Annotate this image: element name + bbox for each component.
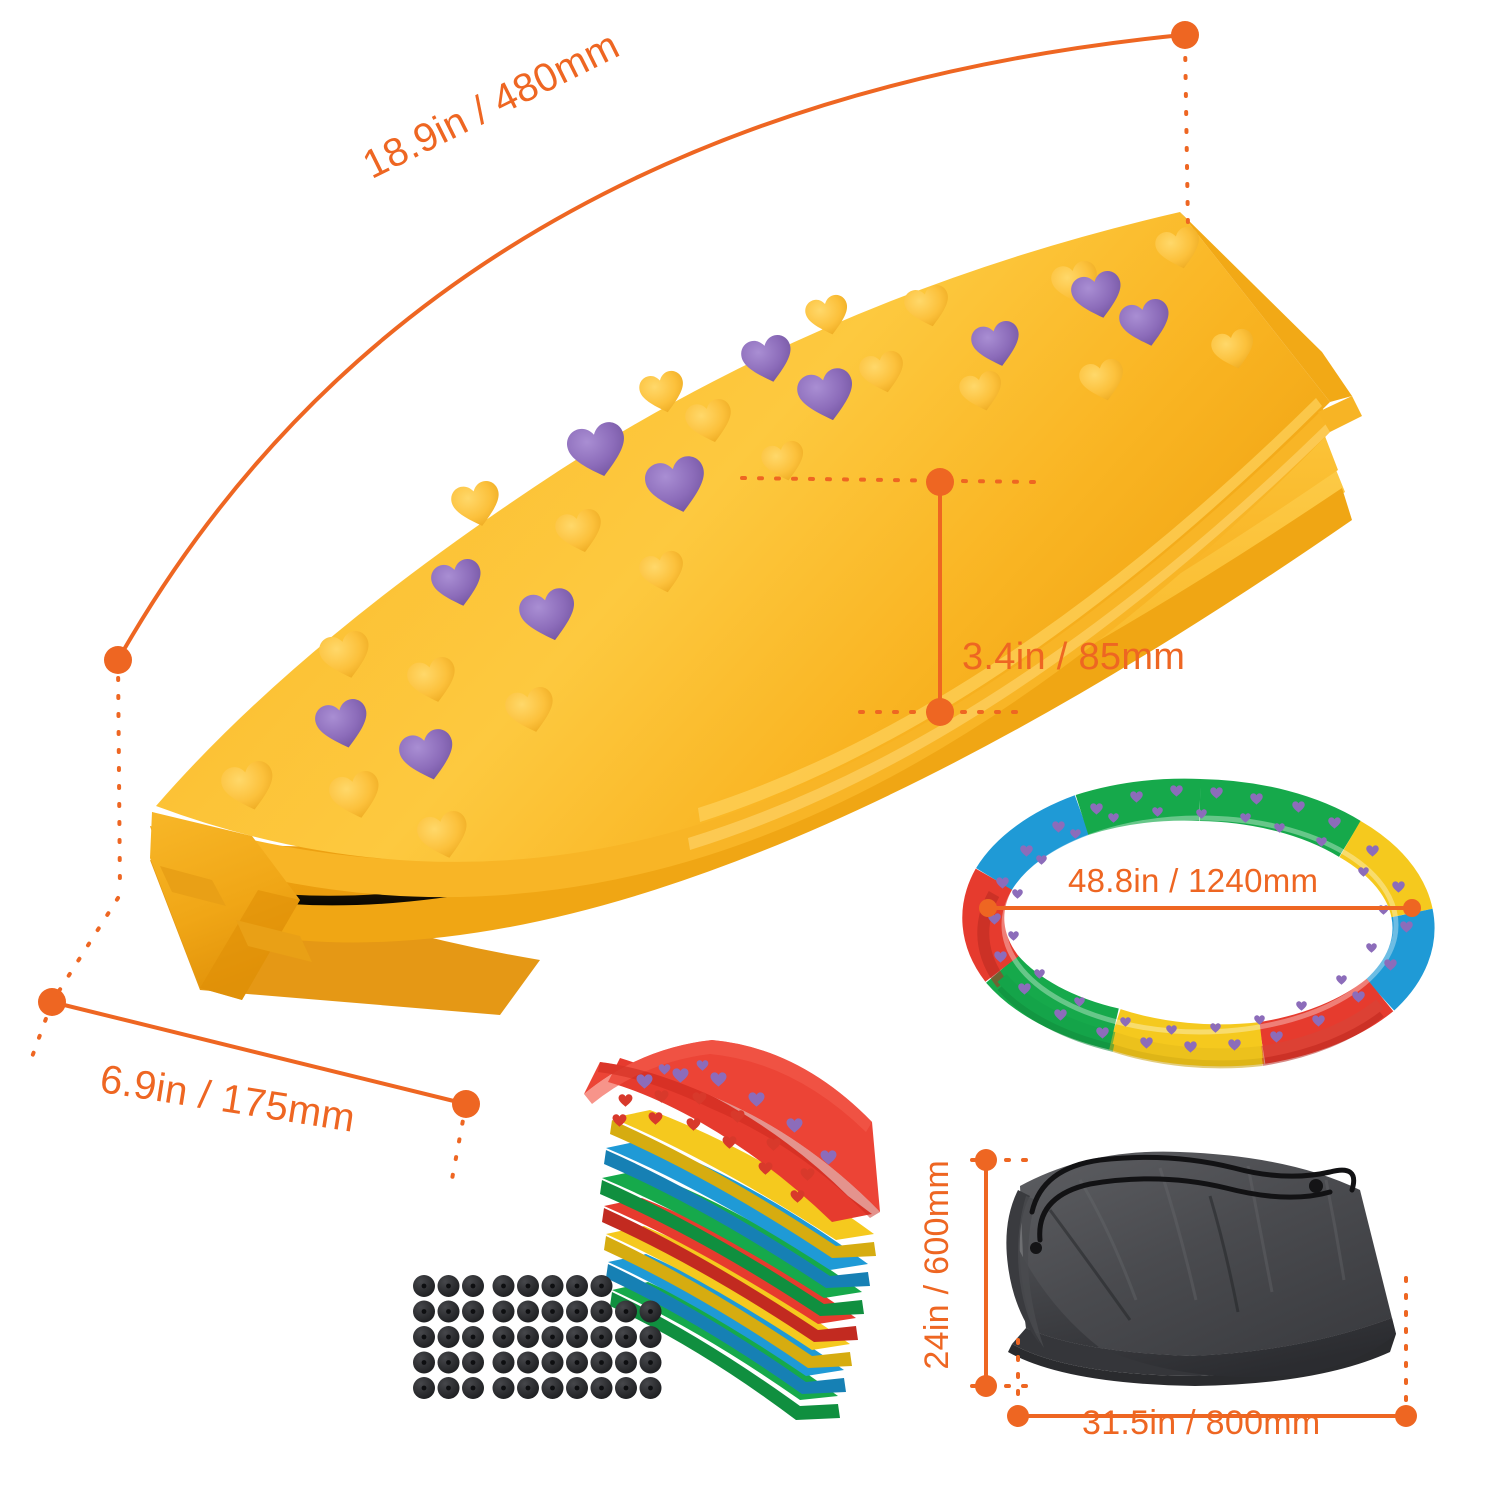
rubber-pad-hole	[550, 1334, 555, 1340]
rubber-pad-hole	[446, 1385, 451, 1391]
rubber-pad-hole	[421, 1334, 427, 1340]
dot-bagheight-bottom	[975, 1375, 997, 1397]
rubber-pad-hole	[525, 1360, 531, 1365]
dot-height-top	[926, 468, 954, 496]
rubber-pad-hole	[574, 1385, 580, 1391]
rubber-pad-hole	[525, 1334, 531, 1340]
dim-ext-left-vertical	[116, 658, 122, 894]
rubber-pad-hole	[421, 1385, 427, 1391]
storage-bag-illustration	[1006, 1151, 1396, 1386]
dot-length-right	[1171, 21, 1199, 49]
rubber-pad-hole	[550, 1283, 555, 1289]
dim-ext-left-diagonal	[50, 896, 120, 1004]
rubber-pad-hole	[648, 1334, 653, 1340]
rubber-pad-hole	[525, 1385, 531, 1391]
dimension-endpoint-dots	[38, 21, 1421, 1427]
rubber-pad-hole	[550, 1360, 555, 1365]
dot-bagheight-top	[975, 1149, 997, 1171]
rubber-pad-hole	[470, 1309, 476, 1314]
dim-line-beam-length	[116, 33, 1183, 661]
dim-line-beam-width	[51, 1000, 467, 1106]
rubber-pad-hole	[599, 1385, 604, 1391]
rubber-pad-hole	[623, 1360, 629, 1365]
main-beam-illustration	[150, 212, 1362, 1015]
rubber-pad-hole	[446, 1360, 451, 1365]
rubber-pads-grid	[413, 1275, 662, 1399]
rubber-pad-hole	[599, 1334, 604, 1340]
rubber-pad-hole	[574, 1360, 580, 1365]
rubber-pad-hole	[501, 1309, 506, 1314]
rubber-pad-hole	[446, 1334, 451, 1340]
dim-ext-width-left	[26, 1000, 54, 1070]
rubber-pad-hole	[446, 1283, 451, 1289]
rubber-pad-hole	[470, 1385, 476, 1391]
dot-bagwidth-right	[1395, 1405, 1417, 1427]
rubber-pad-hole	[501, 1334, 506, 1340]
rubber-pad-hole	[525, 1283, 531, 1289]
dim-ext-height-top	[740, 476, 1036, 484]
rubber-pad-hole	[574, 1334, 580, 1340]
dimension-label-ring-diameter: 48.8in / 1240mm	[1068, 862, 1319, 899]
dot-width-left	[38, 988, 66, 1016]
ring-illustration	[962, 778, 1435, 1069]
rubber-pad-hole	[421, 1360, 427, 1365]
rubber-pad-hole	[501, 1283, 506, 1289]
rubber-pad-hole	[574, 1283, 580, 1289]
rubber-pad-hole	[648, 1360, 653, 1365]
dimension-label-bag-height: 24in / 600mm	[918, 1160, 956, 1370]
stacked-beams-illustration	[584, 1040, 880, 1420]
dot-length-left	[104, 646, 132, 674]
rubber-pad-hole	[550, 1385, 555, 1391]
rubber-pad-hole	[599, 1360, 604, 1365]
rubber-pad-hole	[623, 1334, 629, 1340]
dim-ext-right-vertical	[1183, 38, 1190, 230]
dot-ring-left	[979, 899, 997, 917]
rubber-pad-hole	[599, 1283, 604, 1289]
rubber-pad-hole	[470, 1334, 476, 1340]
dimension-label-beam-height: 3.4in / 85mm	[962, 636, 1186, 678]
rubber-pad-hole	[550, 1309, 555, 1314]
rubber-pad-hole	[470, 1360, 476, 1365]
rubber-pad-hole	[470, 1283, 476, 1289]
rubber-pad-hole	[623, 1385, 629, 1391]
rubber-pad-hole	[525, 1309, 531, 1314]
rubber-pad-hole	[421, 1309, 427, 1314]
dot-bagwidth-left	[1007, 1405, 1029, 1427]
rubber-pad-hole	[648, 1385, 653, 1391]
rubber-pad-hole	[501, 1360, 506, 1365]
dimension-label-bag-width: 31.5in / 800mm	[1082, 1404, 1321, 1442]
rubber-pad-hole	[446, 1309, 451, 1314]
dot-width-right	[452, 1090, 480, 1118]
dot-ring-right	[1403, 899, 1421, 917]
rubber-pad-hole	[574, 1309, 580, 1314]
rubber-pad-hole	[421, 1283, 427, 1289]
rubber-pad-hole	[501, 1385, 506, 1391]
rubber-pad-hole	[623, 1309, 629, 1314]
dim-ext-width-right	[448, 1102, 468, 1192]
rubber-pad-hole	[599, 1309, 604, 1314]
rubber-pad-hole	[648, 1309, 653, 1314]
dot-height-bottom	[926, 698, 954, 726]
